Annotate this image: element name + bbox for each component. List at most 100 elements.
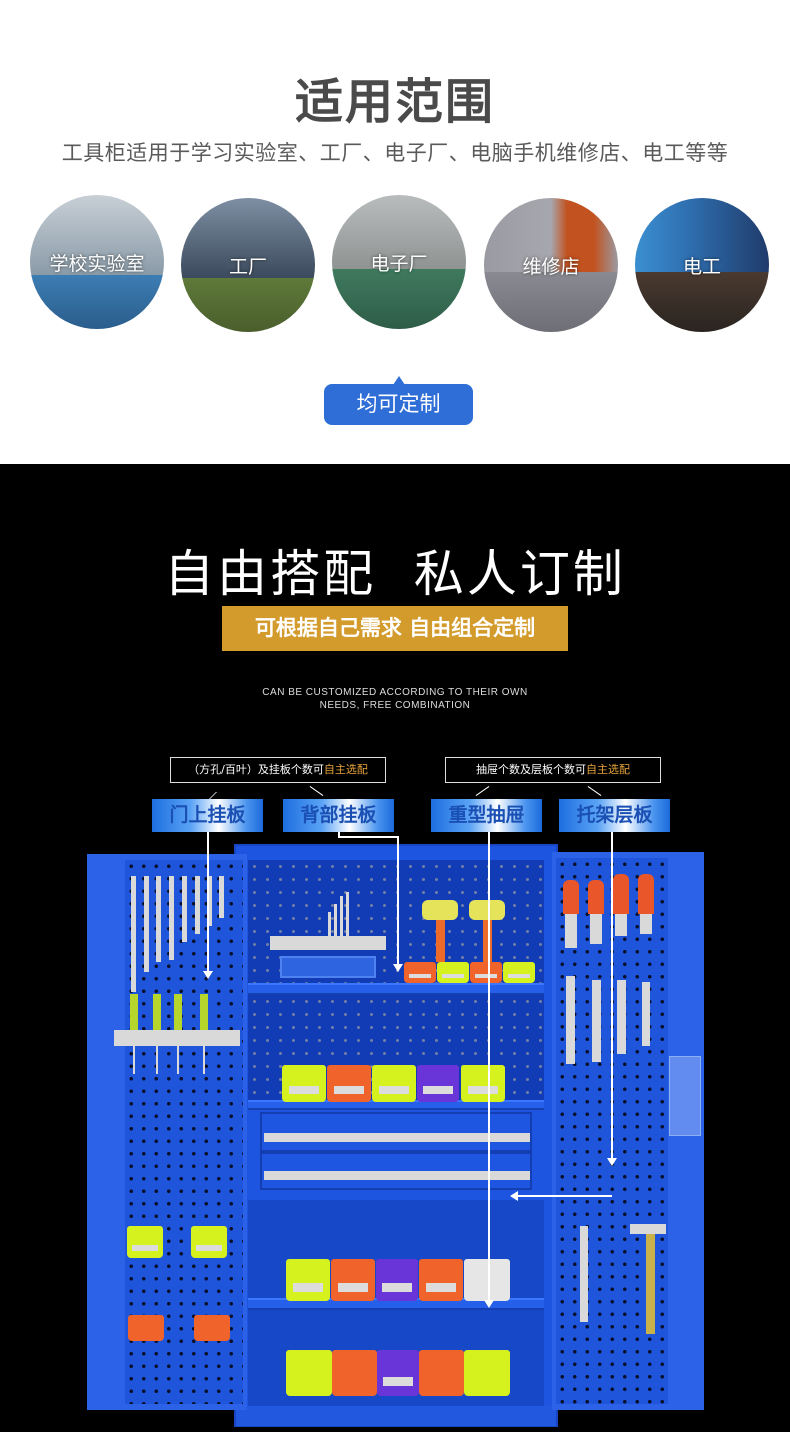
drawer-2-handle xyxy=(264,1171,530,1180)
mallet-head xyxy=(422,900,458,920)
scene-electronics-factory: 电子厂 xyxy=(332,195,466,329)
pliers xyxy=(563,880,579,914)
note-drawers: 抽屉个数及层板个数可自主选配 xyxy=(445,757,661,783)
combination-wrench xyxy=(169,876,174,960)
mallet-handle xyxy=(483,920,492,962)
mallet-handle xyxy=(436,920,445,962)
screwdriver-handle xyxy=(153,994,161,1030)
combination-wrench xyxy=(144,876,149,972)
pointer-door-pegboard xyxy=(203,832,213,979)
pliers-head xyxy=(640,914,652,934)
note-panels: （方孔/百叶）及挂板个数可自主选配 xyxy=(170,757,386,783)
storage-bin xyxy=(377,1350,419,1396)
section-headline: 自由搭配 私人订制 xyxy=(164,545,626,603)
pliers xyxy=(638,874,654,914)
scene-repair-shop: 维修店 xyxy=(484,198,618,332)
storage-bin xyxy=(419,1350,464,1396)
screwdriver-handle xyxy=(200,994,208,1030)
tag-back-pegboard: 背部挂板 xyxy=(283,799,394,832)
open-end-wrench xyxy=(592,980,601,1062)
pointer-shelf-bracket-h xyxy=(514,1195,612,1197)
note-highlight: 自主选配 xyxy=(323,763,368,776)
storage-bin xyxy=(376,1259,418,1301)
connector-line xyxy=(475,786,490,796)
application-scope-section: 适用范围 工具柜适用于学习实验室、工厂、电子厂、电脑手机维修店、电工等等 学校实… xyxy=(0,0,790,464)
hex-key-rack xyxy=(270,936,386,950)
hex-key xyxy=(334,904,337,938)
tag-door-pegboard: 门上挂板 xyxy=(152,799,263,832)
pointer-back-pegboard xyxy=(393,836,403,972)
storage-bin xyxy=(419,1259,463,1301)
storage-bin xyxy=(331,1259,375,1301)
note-highlight: 自主选配 xyxy=(586,763,630,776)
hex-key xyxy=(328,912,331,938)
screwdriver-shaft xyxy=(156,1046,158,1074)
combination-wrench xyxy=(182,876,187,942)
combination-wrench xyxy=(219,876,224,918)
scene-label: 学校实验室 xyxy=(49,252,145,275)
combination-wrench xyxy=(131,876,136,992)
storage-bin xyxy=(464,1259,510,1301)
scene-electrician: 电工 xyxy=(635,198,769,332)
custom-combination-section: 自由搭配 私人订制 可根据自己需求 自由组合定制 CAN BE CUSTOMIZ… xyxy=(0,464,790,1432)
customizable-badge: 均可定制 xyxy=(324,376,473,425)
pointer-back-pegboard-h2 xyxy=(338,836,398,838)
section-subtitle: 工具柜适用于学习实验室、工厂、电子厂、电脑手机维修店、电工等等 xyxy=(61,141,729,165)
scene-label: 维修店 xyxy=(522,255,580,278)
hanging-bin xyxy=(127,1226,163,1258)
storage-bin xyxy=(470,962,502,983)
shelf-1 xyxy=(248,983,544,995)
storage-bin xyxy=(286,1259,330,1301)
tag-heavy-drawer: 重型抽屉 xyxy=(431,799,542,832)
pliers-head xyxy=(565,914,577,948)
combination-wrench xyxy=(207,876,212,926)
drawer-1-handle xyxy=(264,1133,530,1142)
storage-bin xyxy=(332,1350,377,1396)
screwdriver-shaft xyxy=(203,1046,205,1074)
combination-wrench xyxy=(156,876,161,962)
storage-bin xyxy=(437,962,469,983)
hammer-handle xyxy=(646,1234,655,1334)
storage-bin xyxy=(286,1350,332,1396)
pointer-shelf-bracket xyxy=(607,832,617,1166)
hammer-head xyxy=(630,1224,666,1234)
note-text: 抽屉个数及层板个数可 xyxy=(476,763,586,776)
arrow-left-icon xyxy=(510,1191,518,1201)
pointer-heavy-drawer xyxy=(484,832,494,1308)
hanging-bin xyxy=(194,1315,230,1341)
mallet-head xyxy=(469,900,505,920)
tag-shelf-bracket: 托架层板 xyxy=(559,799,670,832)
hex-key xyxy=(340,896,343,938)
storage-bin xyxy=(372,1065,416,1102)
open-end-wrench xyxy=(566,976,575,1064)
pliers xyxy=(588,880,604,914)
connector-line xyxy=(587,786,602,796)
screwdriver-shaft xyxy=(177,1046,179,1074)
cabinet-base xyxy=(236,1406,556,1426)
screwdriver-handle xyxy=(130,994,138,1030)
english-caption-line2: NEEDS, FREE COMBINATION xyxy=(319,700,471,711)
screwdriver-handle xyxy=(174,994,182,1030)
hanging-bin xyxy=(128,1315,164,1341)
combination-wrench xyxy=(195,876,200,934)
storage-bin xyxy=(404,962,436,983)
hanging-bin xyxy=(191,1226,227,1258)
gold-banner: 可根据自己需求 自由组合定制 xyxy=(222,606,568,651)
storage-bin xyxy=(503,962,535,983)
scene-laboratory: 学校实验室 xyxy=(30,195,164,329)
section-title: 适用范围 xyxy=(294,74,495,130)
connector-line xyxy=(309,786,324,796)
adjustable-wrench xyxy=(580,1226,588,1322)
drawer-1 xyxy=(260,1112,532,1152)
scene-label: 电工 xyxy=(682,255,721,278)
storage-bin xyxy=(464,1350,510,1396)
scene-label: 工厂 xyxy=(228,255,267,278)
open-end-wrench xyxy=(642,982,650,1046)
door-latch xyxy=(669,1056,701,1136)
tray xyxy=(280,956,376,978)
storage-bin xyxy=(327,1065,371,1102)
storage-bin xyxy=(282,1065,326,1102)
pointer-back-pegboard-h xyxy=(338,832,340,836)
hex-key xyxy=(346,892,349,938)
english-caption: CAN BE CUSTOMIZED ACCORDING TO THEIR OWN… xyxy=(0,686,790,712)
